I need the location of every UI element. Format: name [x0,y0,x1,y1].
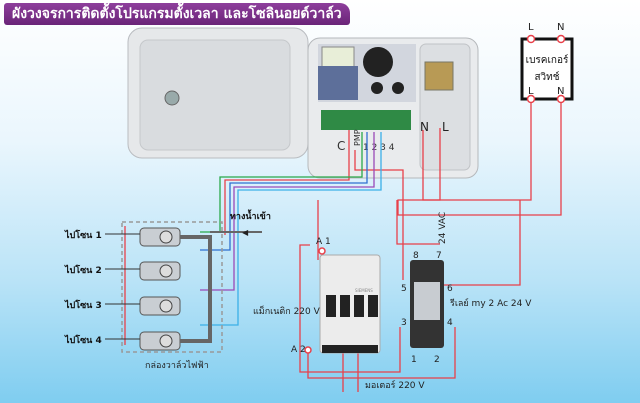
relay-voltage-label: 24 VAC [438,212,448,244]
solenoid-valve-3 [139,296,181,316]
solenoid-valve-4 [139,331,181,351]
zone-1-label: ไปโซน 1 [64,229,102,241]
relay-pin-2: 2 [434,355,440,365]
breaker-bottom-l: L [528,86,534,97]
contactor-label: แม็กเนติก 220 V [253,304,321,317]
contactor-a2-label: A 2 [291,345,306,355]
knob-right[interactable] [392,82,404,94]
lcd-display [321,46,355,68]
zone-4-label: ไปโซน 4 [64,334,102,346]
breaker-label-1: เบรคเกอร์ [526,54,569,66]
relay-pin-3: 3 [401,318,407,328]
contactor-a1-label: A 1 [316,237,331,247]
terminal-pmp-label: PMP [353,129,362,146]
page-title: ผังวงจรการติดตั้งโปรแกรมตั้งเวลา และโซลิ… [4,3,350,25]
zone-2-label: ไปโซน 2 [64,264,102,276]
breaker-bottom-n: N [557,86,564,97]
relay-pin-6: 6 [447,284,453,294]
motor-label: มอเตอร์ 220 V [365,379,425,391]
terminal-l-label: L [442,120,449,134]
valve-box: ไปโซน 1 ไปโซน 2 ไปโซน 3 ไปโซน 4 ทางน้ำเข… [64,209,271,371]
breaker-label-2: สวิทช์ [534,71,559,83]
water-inlet-label: ทางน้ำเข้า [230,209,271,222]
knob-left[interactable] [371,82,383,94]
arrow-left-icon: ◀ [242,228,249,237]
valve-box-caption: กล่องวาล์วไฟฟ้า [145,359,209,371]
solenoid-valve-2 [139,261,181,281]
relay-my2: 8 7 5 6 3 4 1 2 รีเลย์ my 2 Ac 24 V 24 V… [401,212,532,365]
contactor-brand: SIEMENS [355,288,373,293]
program-dial[interactable] [363,47,393,77]
relay-pin-7: 7 [436,251,442,261]
terminal-board [321,110,411,130]
keypad[interactable] [318,66,358,100]
relay-pin-1: 1 [411,355,417,365]
relay-pin-5: 5 [401,284,407,294]
relay-pin-8: 8 [413,251,419,261]
breaker-switch: L N เบรคเกอร์ สวิทช์ L N [520,22,574,104]
transformer [424,61,454,91]
solenoid-valve-1 [139,227,181,247]
magnetic-contactor: SIEMENS A 1 A 2 แม็กเนติก 220 V มอเตอร์ … [253,237,425,391]
zone-3-label: ไปโซน 3 [64,299,102,311]
terminal-zones-label: 1 2 3 4 [363,143,395,153]
breaker-top-l: L [528,22,534,33]
timer-controller: C PMP 1 2 3 4 N L [127,27,479,179]
terminal-n-label: N [420,120,429,134]
relay-label: รีเลย์ my 2 Ac 24 V [450,297,532,309]
terminal-c-label: C [337,139,345,153]
relay-pin-4: 4 [447,318,453,328]
screw-icon [164,90,180,106]
breaker-top-n: N [557,22,564,33]
